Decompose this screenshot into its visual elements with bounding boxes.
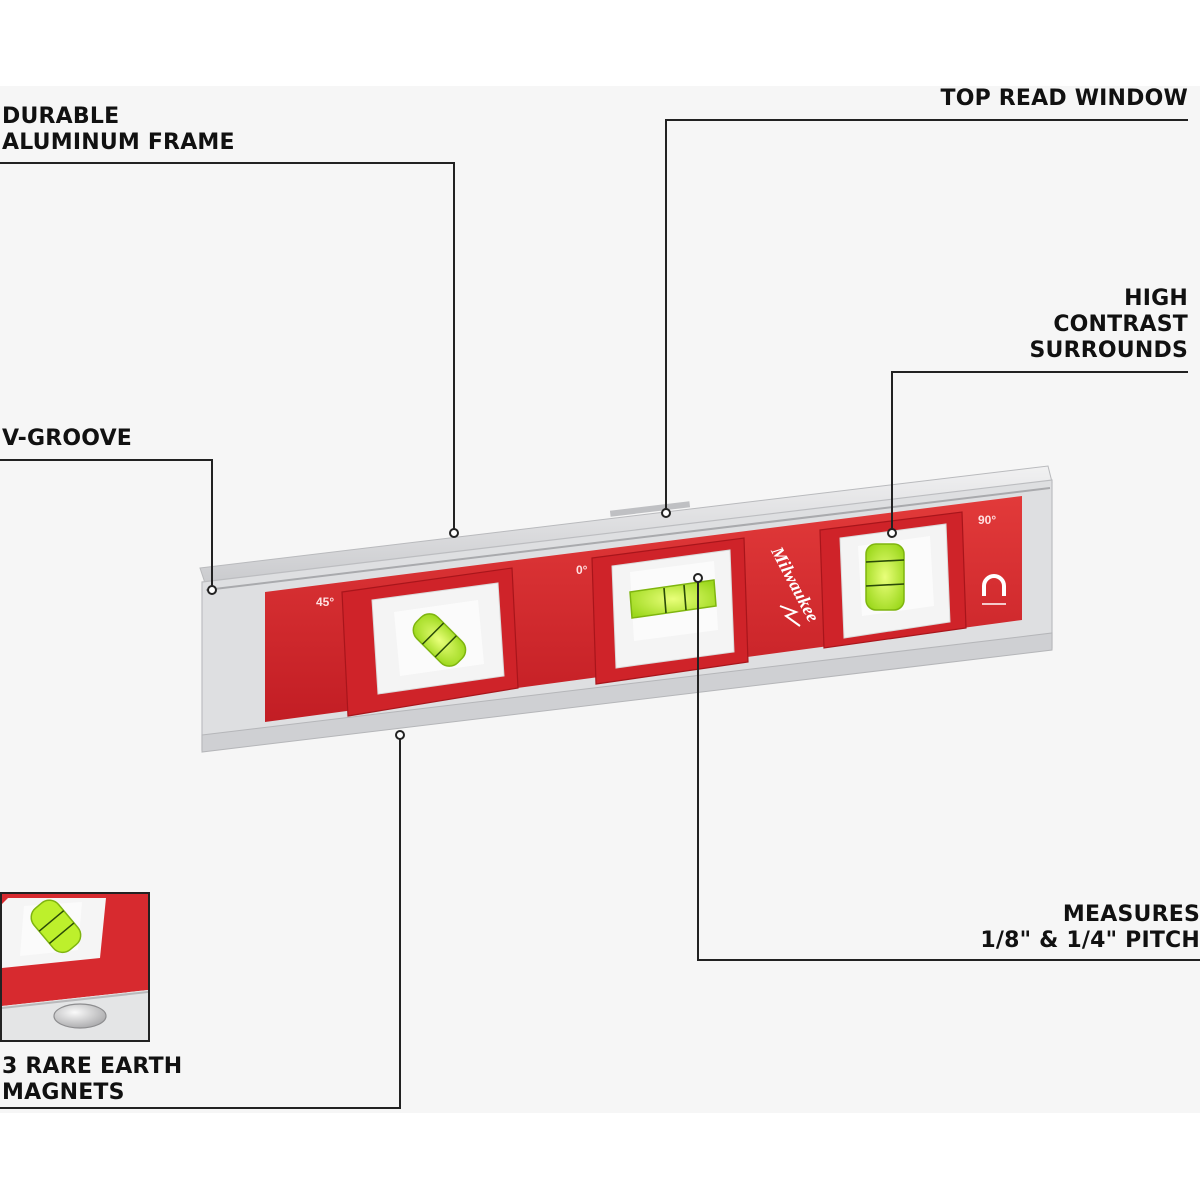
- callout-line: TOP READ WINDOW: [940, 86, 1188, 111]
- callout-top-read-window: TOP READ WINDOW: [940, 86, 1188, 112]
- v-groove: [205, 487, 1051, 591]
- leader-pitch: [697, 578, 1200, 961]
- callout-line: ALUMINUM FRAME: [2, 130, 235, 155]
- magnet-icon: [982, 574, 1006, 596]
- callout-high-contrast-surrounds: HIGH CONTRAST SURROUNDS: [1030, 286, 1188, 364]
- callout-durable-aluminum-frame: DURABLE ALUMINUM FRAME: [2, 104, 235, 156]
- lightning-mark: [779, 605, 801, 627]
- right-vial: [865, 543, 905, 611]
- magnet-detail-image: [2, 894, 148, 1040]
- angle-label-90: 90°: [978, 513, 996, 527]
- leader-surrounds: [891, 371, 1188, 533]
- bottom-rail: [201, 632, 1053, 753]
- leader-dot-surrounds: [887, 528, 897, 538]
- callout-line: 3 RARE EARTH: [2, 1054, 183, 1079]
- leader-dot-pitch: [693, 573, 703, 583]
- leader-window: [665, 119, 1188, 513]
- angle-label-45: 45°: [316, 595, 334, 609]
- leader-magnets: [0, 735, 401, 1109]
- callout-line: MEASURES: [1062, 902, 1200, 927]
- center-vial: [629, 579, 717, 619]
- leader-dot-window: [661, 508, 671, 518]
- leader-dot-frame: [449, 528, 459, 538]
- rare-earth-magnet: [53, 1003, 107, 1029]
- top-read-window-slot: [609, 501, 691, 517]
- callout-line: V-GROOVE: [2, 426, 133, 451]
- callout-line: SURROUNDS: [1029, 338, 1188, 363]
- callout-line: DURABLE: [2, 104, 120, 129]
- callout-line: CONTRAST: [1053, 312, 1188, 337]
- leader-dot-groove: [207, 585, 217, 595]
- magnet-detail-inset: [0, 892, 150, 1042]
- leader-dot-magnets: [395, 730, 405, 740]
- angle-label-0: 0°: [576, 563, 588, 577]
- callout-v-groove: V-GROOVE: [2, 426, 132, 452]
- callout-measures-pitch: MEASURES 1/8" & 1/4" PITCH: [980, 902, 1200, 954]
- callout-line: MAGNETS: [2, 1080, 125, 1105]
- callout-rare-earth-magnets: 3 RARE EARTH MAGNETS: [2, 1054, 182, 1106]
- leader-groove: [0, 459, 213, 590]
- leader-frame: [0, 162, 455, 533]
- callout-line: 1/8" & 1/4" PITCH: [980, 928, 1200, 953]
- left-vial: [412, 613, 467, 667]
- callout-line: HIGH: [1124, 286, 1188, 311]
